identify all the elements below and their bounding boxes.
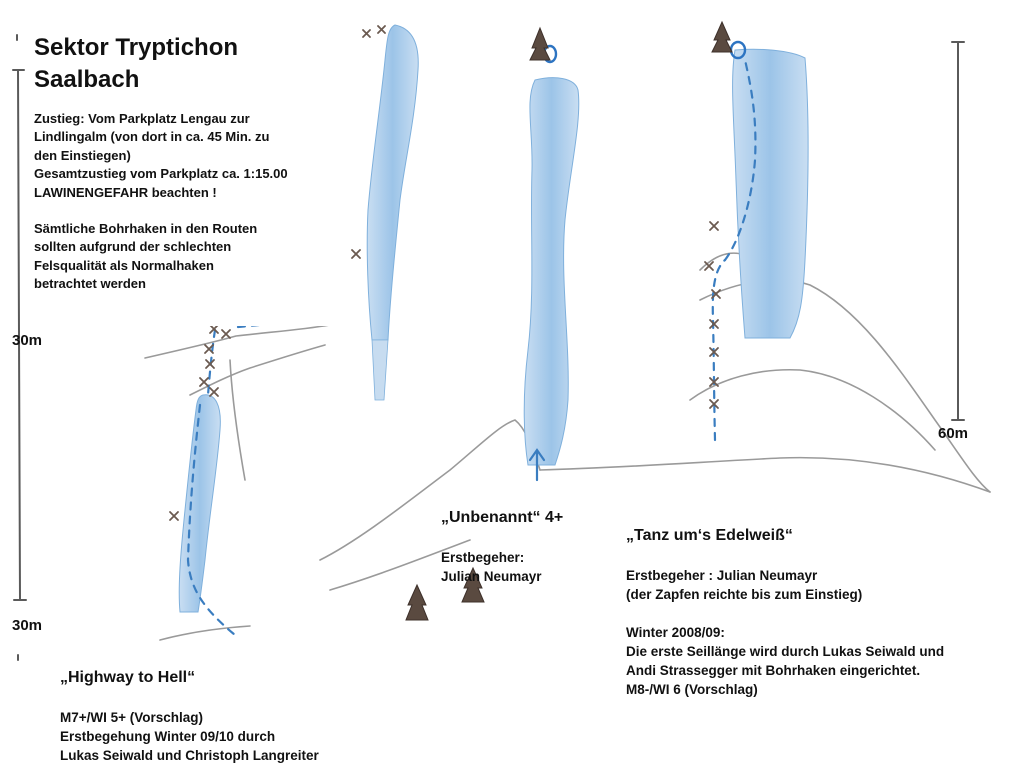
- scale-label-right: 60m: [938, 425, 969, 442]
- tree-top-center: [529, 26, 551, 61]
- route-line-tanz-upper: [723, 58, 757, 262]
- scale-label-left-top: 30m: [12, 332, 43, 349]
- ridge-base-line: [539, 456, 991, 493]
- ridge-center-slope: [329, 539, 471, 591]
- ice-column-right: [732, 48, 809, 339]
- route-unbenannt-name: „Unbenannt“ 4+: [441, 509, 564, 526]
- route-tanz-details: Erstbegeher : Julian Neumayr (der Zapfen…: [626, 568, 945, 697]
- ice-column-left-lower: [178, 394, 221, 613]
- route-line-highway-upper: [206, 328, 217, 397]
- route-unbenannt: „Unbenannt“ 4+ Erstbegeher: Julian Neuma…: [441, 488, 563, 586]
- tree-bottom-left: [405, 583, 429, 621]
- tree-bottom-right: [461, 566, 485, 603]
- scale-label-left-bottom: 30m: [12, 617, 43, 634]
- ice-columns: [178, 24, 809, 613]
- bolts-note: Sämtliche Bohrhaken in den Routen sollte…: [34, 221, 258, 292]
- ice-column-center: [523, 77, 580, 466]
- route-line-highway: [186, 403, 237, 637]
- scale-bars: [12, 34, 965, 661]
- approach-text: Zustieg: Vom Parkplatz Lengau zur Lindli…: [34, 111, 288, 200]
- route-tanz-name: „Tanz um‘s Edelweiß“: [626, 527, 793, 544]
- route-tanz: „Tanz um‘s Edelweiß“ Erstbegeher : Julia…: [626, 506, 944, 699]
- page-title: Sektor Tryptichon Saalbach: [34, 34, 239, 93]
- info-panel: Zustieg: Vom Parkplatz Lengau zur Lindli…: [34, 110, 344, 294]
- ridge-left-wall: [229, 359, 246, 481]
- rock-outlines: [144, 252, 991, 641]
- scale-bar-left: [17, 69, 21, 601]
- route-line-tanz-lower: [711, 258, 727, 442]
- info-panel-background: [28, 26, 346, 326]
- route-highway-name: „Highway to Hell“: [60, 669, 196, 686]
- route-highway-details: M7+/WI 5+ (Vorschlag) Erstbegehung Winte…: [60, 710, 319, 763]
- trees: [405, 20, 733, 621]
- bolt-marks: [169, 25, 721, 521]
- tree-top-right: [711, 20, 733, 53]
- ridge-left-ledge: [144, 324, 331, 359]
- ice-column-top-left-drip: [371, 339, 389, 401]
- ridge-right-inner: [689, 368, 936, 451]
- start-arrow-center: [528, 448, 546, 482]
- route-highway: „Highway to Hell“ M7+/WI 5+ (Vorschlag) …: [60, 648, 319, 765]
- route-unbenannt-details: Erstbegeher: Julian Neumayr: [441, 550, 542, 584]
- ridge-left-base: [159, 625, 251, 641]
